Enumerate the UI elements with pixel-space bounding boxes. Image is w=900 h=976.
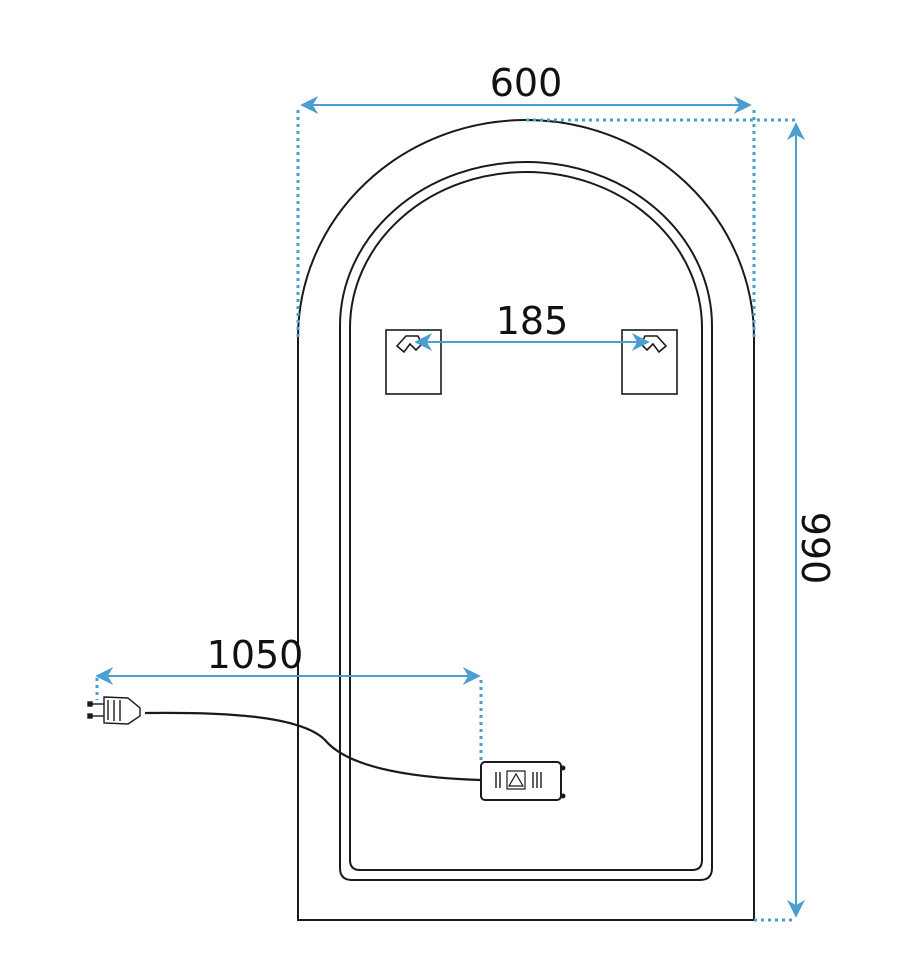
cable-length-label: 1050 — [207, 633, 304, 677]
euro-plug-icon — [87, 696, 141, 725]
mirror-outer-frame — [297, 119, 755, 921]
height-dimension-label: 990 — [793, 512, 837, 585]
width-dimension: 600 — [296, 61, 756, 338]
width-dimension-label: 600 — [490, 61, 563, 105]
bracket-spacing-label: 185 — [496, 299, 569, 343]
power-cable — [144, 711, 481, 782]
height-dimension: 990 — [526, 118, 837, 922]
right-hanger-bracket — [621, 329, 678, 395]
led-driver-box-icon — [480, 761, 566, 801]
left-hanger-bracket — [385, 329, 442, 395]
bracket-spacing-dimension: 185 — [414, 299, 650, 351]
cable-length-dimension: 1050 — [95, 633, 483, 762]
led-strip-band — [339, 161, 713, 881]
